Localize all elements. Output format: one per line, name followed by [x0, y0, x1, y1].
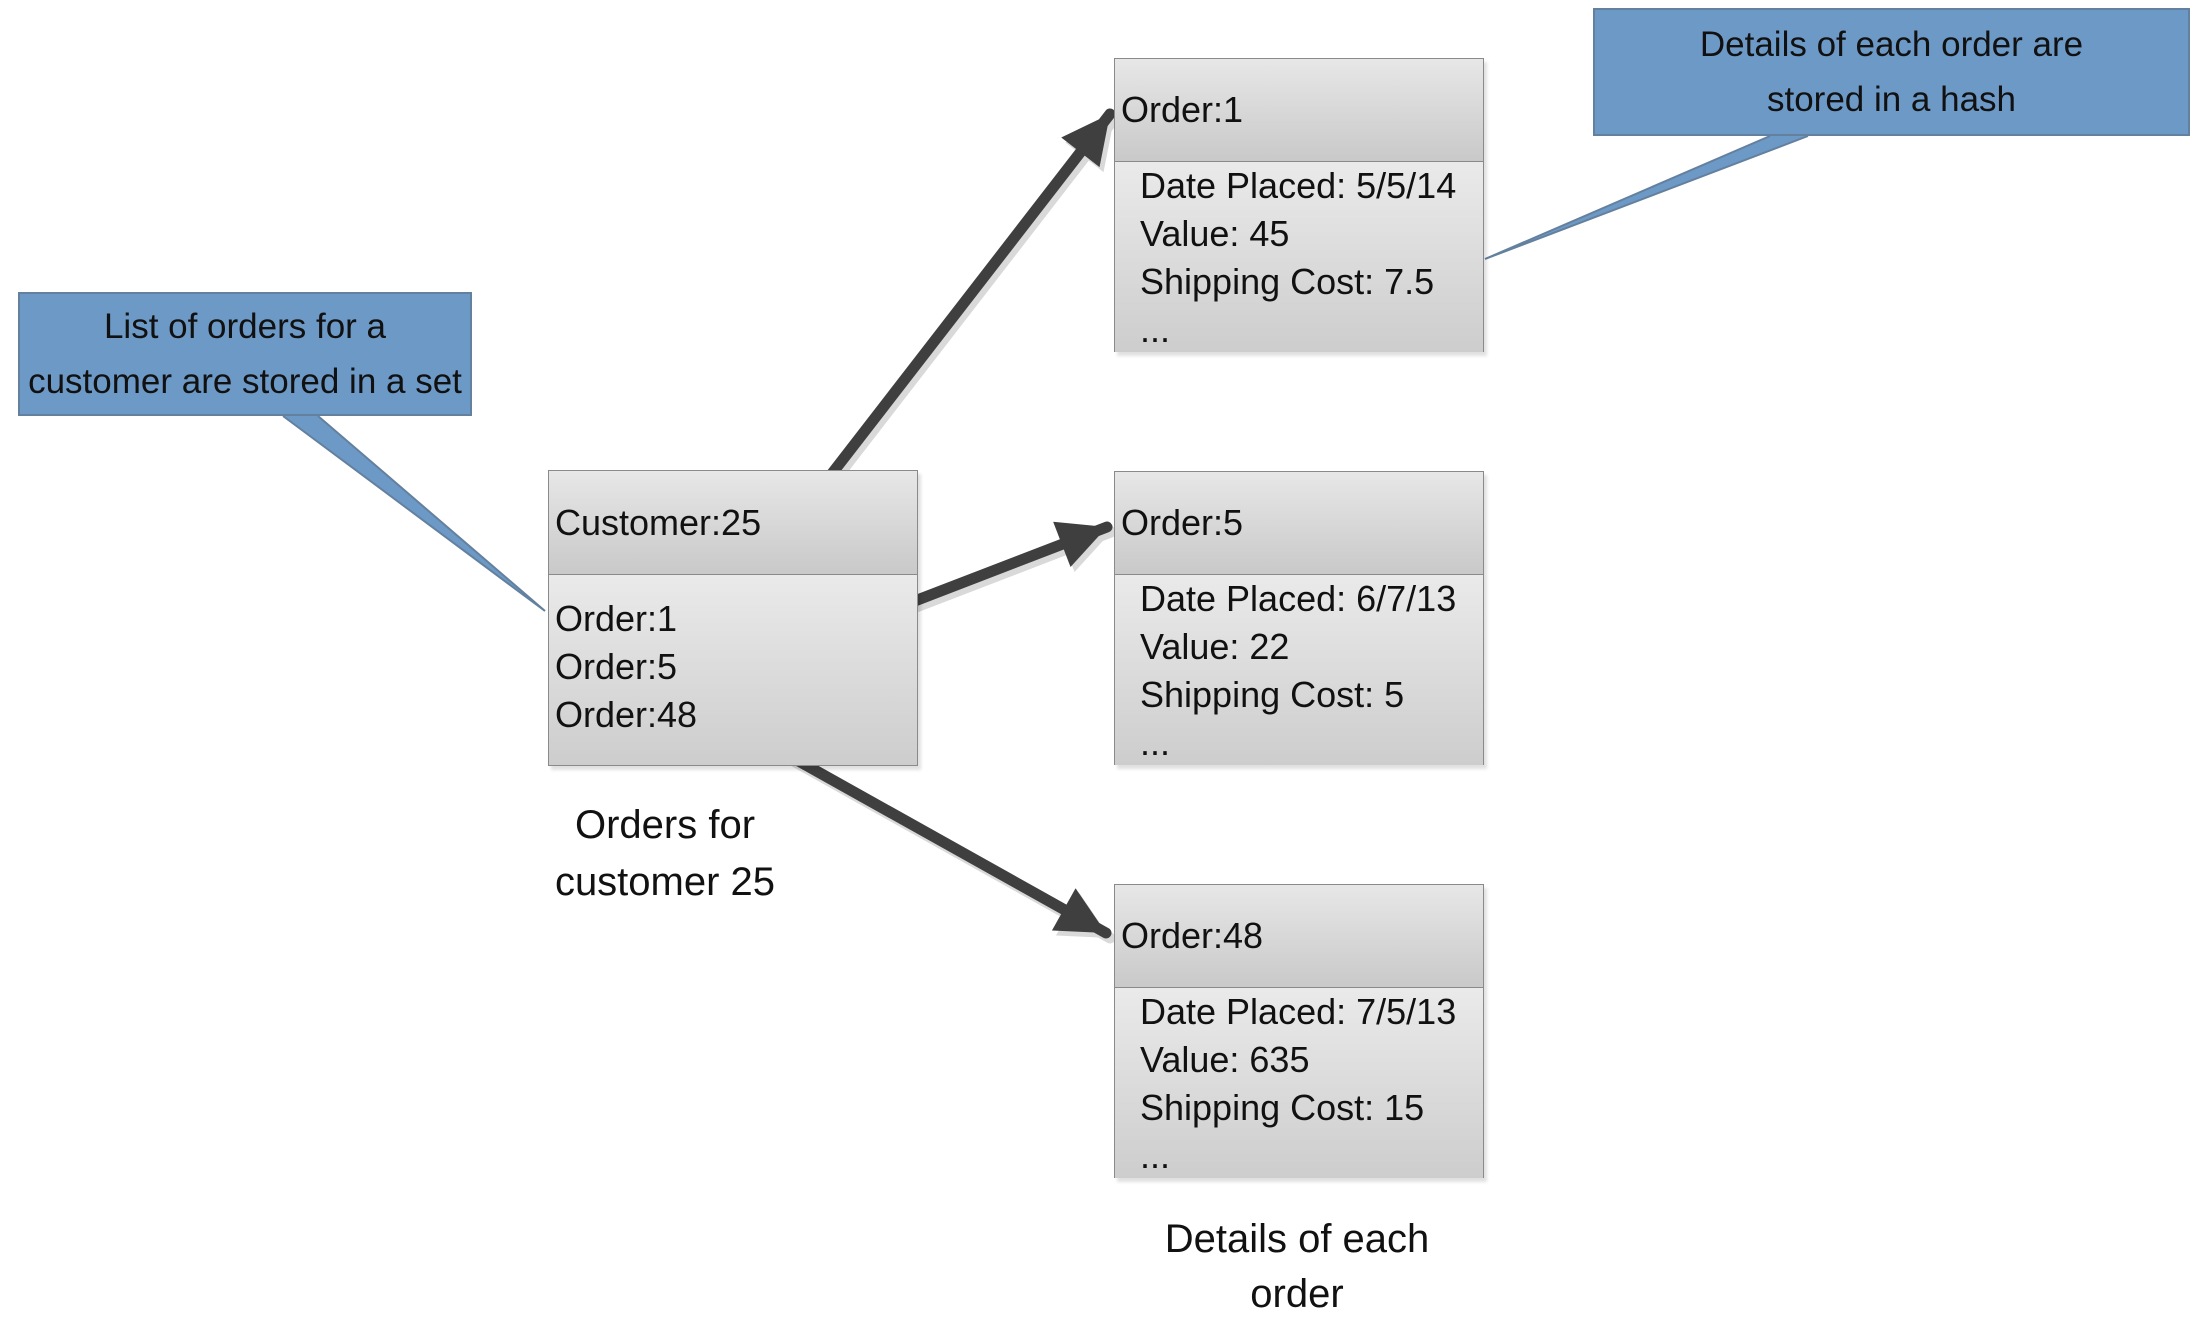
set-member-order48: Order:48	[555, 694, 698, 735]
order48-body: Date Placed: 7/5/13 Value: 635 Shipping …	[1115, 988, 1483, 1178]
order5-field-shipping: Shipping Cost: 5	[1140, 674, 1405, 715]
order48-header: Order:48	[1115, 885, 1483, 988]
order5-field-date: Date Placed: 6/7/13	[1140, 578, 1457, 619]
customer-set-body: Order:1 Order:5 Order:48	[549, 575, 917, 765]
order1-field-ellipsis: ...	[1140, 309, 1171, 350]
orders-caption-line2: customer 25	[554, 860, 776, 904]
details-caption-line1: Details of each	[1164, 1217, 1430, 1261]
order5-header: Order:5	[1115, 472, 1483, 575]
order5-field-ellipsis: ...	[1140, 722, 1171, 763]
order1-body: Date Placed: 5/5/14 Value: 45 Shipping C…	[1115, 162, 1483, 352]
order1-field-date: Date Placed: 5/5/14	[1140, 165, 1457, 206]
order5-body: Date Placed: 6/7/13 Value: 22 Shipping C…	[1115, 575, 1483, 765]
details-caption: Details of each order	[1097, 1212, 1497, 1322]
callout-hash-note-line2: stored in a hash	[1766, 80, 2017, 119]
order48-field-date: Date Placed: 7/5/13	[1140, 991, 1457, 1032]
customer-set-box: Customer:25 Order:1 Order:5 Order:48	[548, 470, 918, 766]
order48-field-ellipsis: ...	[1140, 1135, 1171, 1176]
set-member-order1: Order:1	[555, 598, 678, 639]
orders-caption-line1: Orders for	[574, 803, 756, 847]
order48-field-value: Value: 635	[1140, 1039, 1310, 1080]
order-hash-box-5: Order:5 Date Placed: 6/7/13 Value: 22 Sh…	[1114, 471, 1484, 765]
callout-hash-note-line1: Details of each order are	[1699, 25, 2084, 64]
order1-header: Order:1	[1115, 59, 1483, 162]
order5-field-value: Value: 22	[1140, 626, 1290, 667]
order-hash-box-1: Order:1 Date Placed: 5/5/14 Value: 45 Sh…	[1114, 58, 1484, 352]
details-caption-line2: order	[1250, 1272, 1344, 1316]
orders-caption: Orders for customer 25	[465, 797, 865, 911]
callout-set-tail	[282, 415, 546, 612]
callout-hash-tail	[1484, 135, 1809, 260]
order1-field-value: Value: 45	[1140, 213, 1290, 254]
callout-hash-note: Details of each order are stored in a ha…	[1593, 8, 2190, 136]
order48-field-shipping: Shipping Cost: 15	[1140, 1087, 1425, 1128]
callout-set-note-line2: customer are stored in a set	[28, 362, 462, 401]
callout-set-note-line1: List of orders for a	[103, 307, 387, 346]
order1-field-shipping: Shipping Cost: 7.5	[1140, 261, 1435, 302]
set-member-order5: Order:5	[555, 646, 678, 687]
callout-set-note: List of orders for a customer are stored…	[18, 292, 472, 416]
customer-set-header: Customer:25	[549, 471, 917, 575]
order-hash-box-48: Order:48 Date Placed: 7/5/13 Value: 635 …	[1114, 884, 1484, 1178]
